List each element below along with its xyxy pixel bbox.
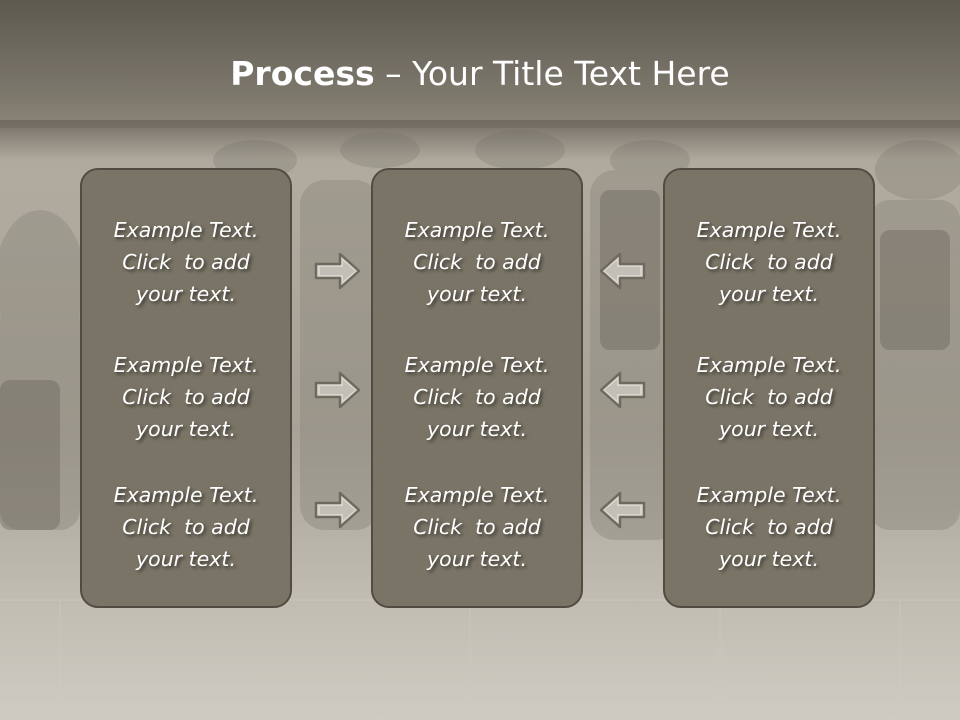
text-line: Example Text.: [404, 218, 550, 242]
arrow-left-icon: [599, 491, 646, 529]
text-line: Example Text.: [696, 353, 842, 377]
text-block[interactable]: Example Text. Click to add your text.: [373, 214, 581, 310]
text-line: Click to add: [413, 250, 541, 274]
text-line: Click to add: [122, 250, 250, 274]
process-box-right[interactable]: Example Text. Click to add your text. Ex…: [663, 168, 875, 608]
text-line: Example Text.: [404, 353, 550, 377]
text-block[interactable]: Example Text. Click to add your text.: [82, 214, 290, 310]
title-bold: Process: [230, 54, 375, 93]
title-rest: – Your Title Text Here: [374, 54, 730, 93]
text-block[interactable]: Example Text. Click to add your text.: [373, 349, 581, 445]
text-line: Click to add: [705, 250, 833, 274]
text-line: Click to add: [122, 515, 250, 539]
text-line: your text.: [427, 547, 527, 571]
text-line: Click to add: [705, 385, 833, 409]
text-line: Example Text.: [696, 483, 842, 507]
title-bar-shadow: [0, 120, 960, 160]
title-bar: [0, 0, 960, 128]
text-line: your text.: [427, 417, 527, 441]
slide-title[interactable]: Process – Your Title Text Here: [0, 52, 960, 96]
arrow-right-icon: [314, 491, 361, 529]
text-line: your text.: [136, 417, 236, 441]
text-line: your text.: [136, 547, 236, 571]
text-line: Example Text.: [696, 218, 842, 242]
text-line: Example Text.: [404, 483, 550, 507]
text-line: your text.: [719, 417, 819, 441]
text-line: your text.: [427, 282, 527, 306]
text-line: Click to add: [705, 515, 833, 539]
text-block[interactable]: Example Text. Click to add your text.: [665, 214, 873, 310]
text-line: Example Text.: [113, 483, 259, 507]
process-box-left[interactable]: Example Text. Click to add your text. Ex…: [80, 168, 292, 608]
text-line: Example Text.: [113, 353, 259, 377]
text-line: Example Text.: [113, 218, 259, 242]
text-block[interactable]: Example Text. Click to add your text.: [373, 479, 581, 575]
text-line: Click to add: [413, 515, 541, 539]
text-block[interactable]: Example Text. Click to add your text.: [665, 479, 873, 575]
text-block[interactable]: Example Text. Click to add your text.: [82, 349, 290, 445]
arrow-left-icon: [599, 252, 646, 290]
text-block[interactable]: Example Text. Click to add your text.: [665, 349, 873, 445]
arrow-left-icon: [599, 371, 646, 409]
text-line: Click to add: [413, 385, 541, 409]
arrow-right-icon: [314, 371, 361, 409]
text-line: your text.: [719, 282, 819, 306]
arrow-right-icon: [314, 252, 361, 290]
text-line: your text.: [136, 282, 236, 306]
text-block[interactable]: Example Text. Click to add your text.: [82, 479, 290, 575]
process-box-center[interactable]: Example Text. Click to add your text. Ex…: [371, 168, 583, 608]
text-line: Click to add: [122, 385, 250, 409]
text-line: your text.: [719, 547, 819, 571]
